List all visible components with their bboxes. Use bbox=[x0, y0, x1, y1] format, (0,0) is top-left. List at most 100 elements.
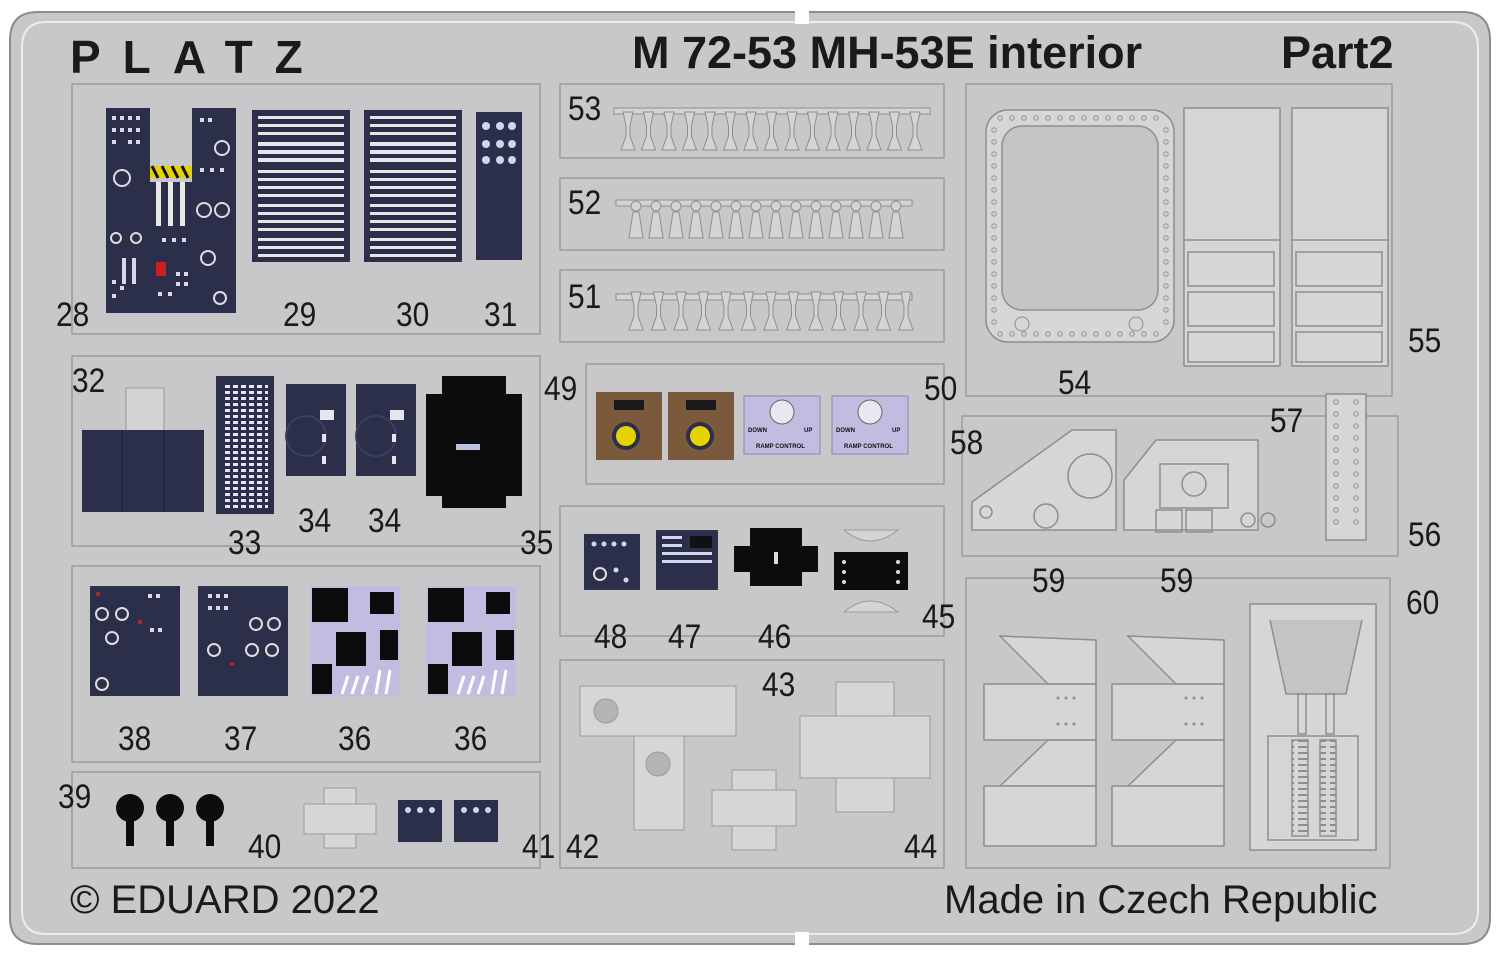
etched-pin bbox=[825, 111, 841, 151]
rivet bbox=[991, 223, 997, 229]
part-36-panel-a bbox=[310, 586, 400, 696]
part-38-panel bbox=[90, 586, 180, 696]
rivet bbox=[1353, 471, 1359, 477]
rivet bbox=[1333, 435, 1339, 441]
etched-pin bbox=[763, 291, 779, 331]
etched-pin bbox=[888, 211, 904, 239]
etched-pin bbox=[785, 291, 802, 331]
part-52-pins bbox=[628, 200, 904, 239]
etched-pin bbox=[640, 111, 657, 151]
rivet bbox=[1081, 331, 1087, 337]
rivet bbox=[991, 247, 997, 253]
rivet bbox=[1353, 459, 1359, 465]
part-number: 49 bbox=[544, 370, 578, 408]
rivet bbox=[1163, 211, 1169, 217]
part-label: Part2 bbox=[1281, 27, 1394, 78]
etched-pin-head bbox=[690, 200, 702, 212]
rivet bbox=[1081, 115, 1087, 121]
part-46-panel bbox=[734, 528, 818, 586]
rivet bbox=[1057, 115, 1063, 121]
rivet bbox=[997, 331, 1003, 337]
rivet bbox=[1163, 271, 1169, 277]
etched-pin bbox=[828, 211, 844, 239]
part-number: 28 bbox=[56, 296, 90, 334]
ramp-up-label: UP bbox=[804, 428, 812, 434]
rivet bbox=[1153, 331, 1159, 337]
part-number: 51 bbox=[568, 278, 602, 316]
rivet bbox=[1163, 175, 1169, 181]
etched-pin bbox=[628, 291, 644, 331]
rivet bbox=[1141, 331, 1147, 337]
part-number: 44 bbox=[904, 828, 938, 866]
etched-pin bbox=[907, 111, 923, 151]
part-number: 41 bbox=[522, 828, 556, 866]
rivet bbox=[991, 235, 997, 241]
etched-pin bbox=[768, 211, 784, 239]
part-45-panel bbox=[834, 529, 908, 613]
etched-pin bbox=[748, 211, 764, 239]
part-number: 52 bbox=[568, 184, 602, 222]
rivet bbox=[1333, 411, 1339, 417]
rivet bbox=[991, 295, 997, 301]
part-33-panel bbox=[216, 376, 274, 514]
rivet bbox=[991, 307, 997, 313]
etched-pin bbox=[763, 111, 780, 151]
part-48-panel bbox=[584, 534, 640, 590]
etched-pin bbox=[788, 211, 804, 239]
part-number: 54 bbox=[1058, 364, 1092, 402]
etched-pin bbox=[673, 291, 689, 331]
etched-pin bbox=[808, 211, 824, 239]
part-51-strip bbox=[615, 293, 913, 301]
etched-pin bbox=[718, 291, 734, 331]
part-35-panel bbox=[426, 376, 522, 508]
part-43-cross bbox=[711, 769, 797, 851]
rivet bbox=[1163, 151, 1169, 157]
rivet bbox=[1353, 483, 1359, 489]
etched-pin bbox=[886, 111, 903, 151]
rivet bbox=[1353, 447, 1359, 453]
rivet bbox=[991, 175, 997, 181]
etched-pin bbox=[648, 211, 664, 239]
part-58-bracket bbox=[971, 429, 1117, 531]
part-40-cross bbox=[303, 787, 377, 849]
rivet bbox=[1045, 331, 1051, 337]
part-36-panel-b bbox=[426, 586, 516, 696]
part-34-panel-a bbox=[285, 384, 346, 476]
part-number: 36 bbox=[454, 720, 488, 758]
etched-pin bbox=[784, 111, 800, 151]
part-53-pins bbox=[620, 111, 923, 151]
etched-pin bbox=[688, 211, 704, 239]
etched-pin bbox=[728, 211, 744, 239]
part-number: 39 bbox=[58, 778, 92, 816]
ramp-down-label: DOWN bbox=[836, 428, 855, 434]
etched-pin bbox=[695, 291, 712, 331]
etched-pin-head bbox=[630, 200, 642, 212]
rivet bbox=[1141, 115, 1147, 121]
etched-pin bbox=[875, 291, 892, 331]
part-52-strip bbox=[615, 199, 913, 207]
rivet bbox=[991, 259, 997, 265]
part-59-bracket-b bbox=[1111, 635, 1225, 847]
part-39-knobs bbox=[116, 794, 224, 846]
rivet bbox=[1117, 331, 1123, 337]
part-60-frame bbox=[1249, 603, 1377, 851]
rivet bbox=[1333, 447, 1339, 453]
rivet bbox=[1333, 507, 1339, 513]
rivet bbox=[1353, 519, 1359, 525]
rivet bbox=[1163, 127, 1169, 133]
part-number: 60 bbox=[1406, 584, 1440, 622]
part-37-panel bbox=[198, 586, 288, 696]
rivet bbox=[1353, 435, 1359, 441]
etched-pin-head bbox=[810, 200, 822, 212]
rivet bbox=[1033, 331, 1039, 337]
rivet bbox=[1353, 507, 1359, 513]
rivet bbox=[1333, 459, 1339, 465]
rivet bbox=[991, 127, 997, 133]
rivet bbox=[991, 199, 997, 205]
part-number: 43 bbox=[762, 666, 796, 704]
part-57-bracket bbox=[1123, 439, 1276, 533]
part-47-panel bbox=[656, 530, 718, 590]
rivet bbox=[991, 187, 997, 193]
etched-pin bbox=[702, 111, 718, 151]
